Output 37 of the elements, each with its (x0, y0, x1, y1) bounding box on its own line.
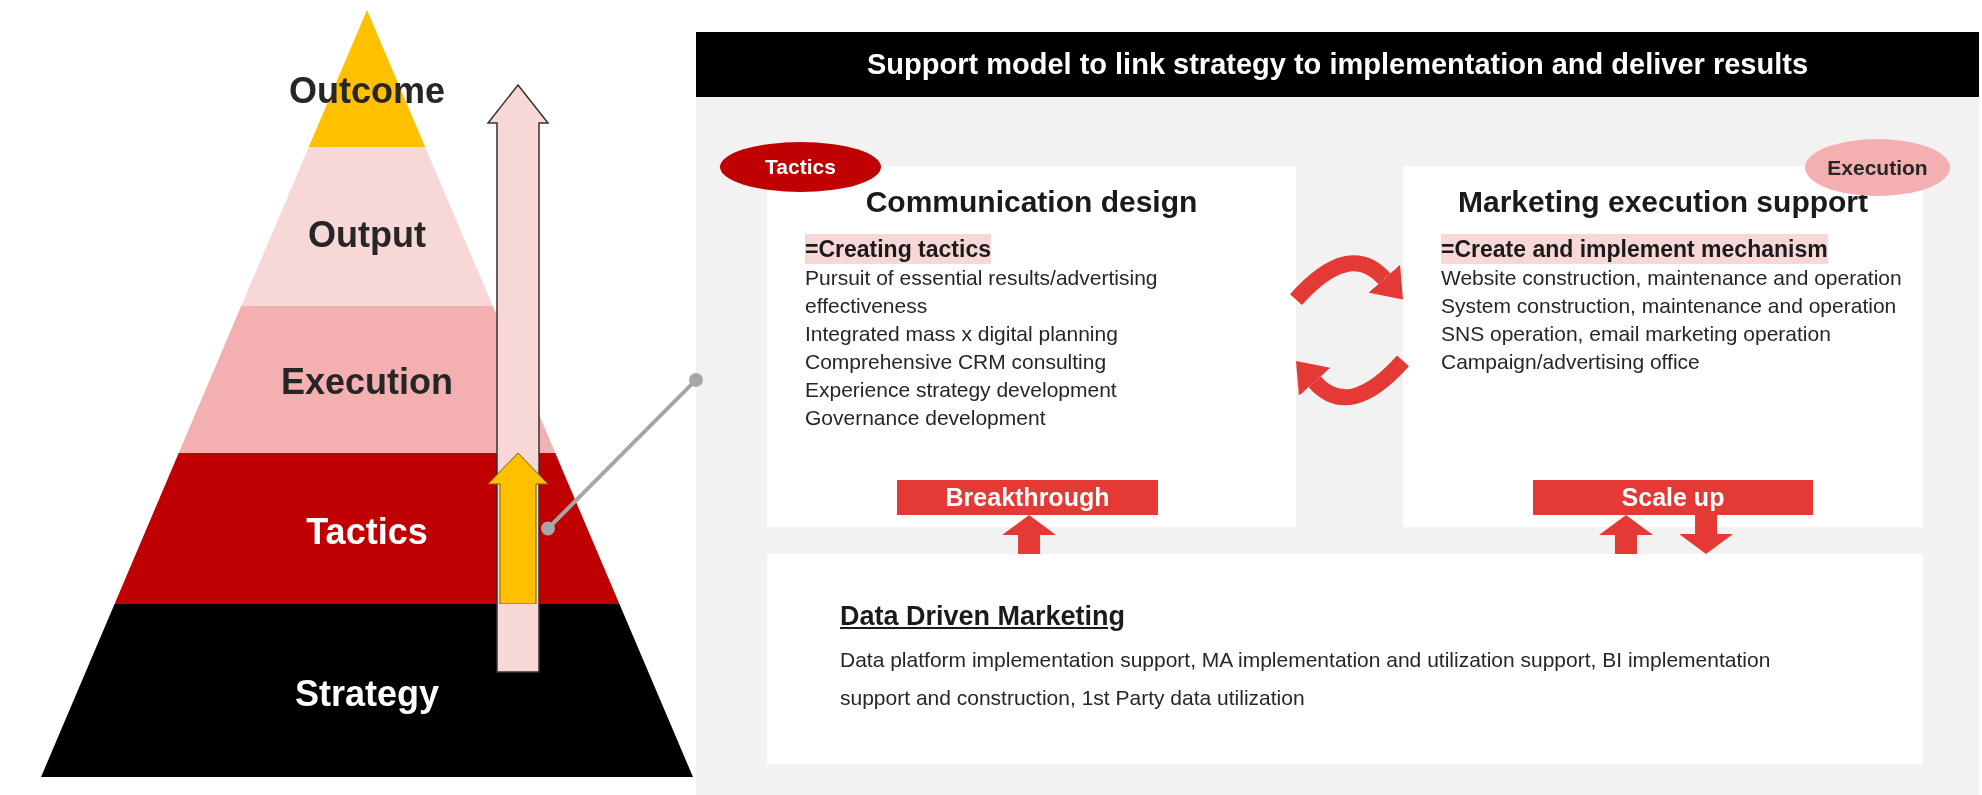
list-item: Comprehensive CRM consulting (805, 349, 1107, 375)
list-item: System construction, maintenance and operation (1441, 293, 1897, 319)
list-item: SNS operation, email marketing operation (1441, 321, 1831, 347)
block-arrow (1598, 515, 1653, 554)
body-text: Data platform implementation support, MA implementation and utilization support, BI implementation support and construction, 1st Party data utilization (840, 647, 1772, 711)
list-item: Website construction, maintenance and operation (1441, 265, 1902, 291)
pyramid-band (241, 147, 493, 306)
band-label: Output (308, 214, 426, 256)
list-item: Campaign/advertising office (1441, 349, 1700, 375)
banner-label: Breakthrough (945, 483, 1110, 512)
banner-label: Scale up (1621, 483, 1725, 512)
list-item: Integrated mass x digital planning (805, 321, 1118, 347)
leader-line (541, 372, 703, 536)
card-title: Data Driven Marketing (840, 600, 1126, 633)
card-title: Communication design (864, 184, 1199, 220)
block-arrow (1002, 515, 1057, 554)
list-item: Governance development (805, 405, 1046, 431)
pyramid-band (41, 604, 693, 777)
card-subtitle: =Create and implement mechanism (1441, 234, 1828, 264)
badge-label: Tactics (765, 155, 836, 179)
list-item: Experience strategy development (805, 377, 1117, 403)
banner (1533, 480, 1813, 515)
card-title: Marketing execution support (1456, 184, 1870, 220)
card-subtitle: =Creating tactics (805, 234, 991, 264)
band-label: Tactics (306, 511, 428, 553)
list-item: Pursuit of essential results/advertising effectiveness (805, 265, 1159, 319)
band-label: Execution (281, 361, 453, 403)
card (767, 554, 1923, 764)
pyramid-band (115, 453, 619, 604)
arrow-shape (488, 453, 548, 604)
band-label: Strategy (294, 673, 440, 715)
panel-title: Support model to link strategy to implementation and deliver results (696, 32, 1979, 97)
panel (696, 32, 1979, 795)
banner (897, 480, 1158, 515)
cycle-arrow (1290, 255, 1405, 306)
block-arrow (1679, 515, 1734, 554)
badge-label: Execution (1827, 155, 1928, 180)
